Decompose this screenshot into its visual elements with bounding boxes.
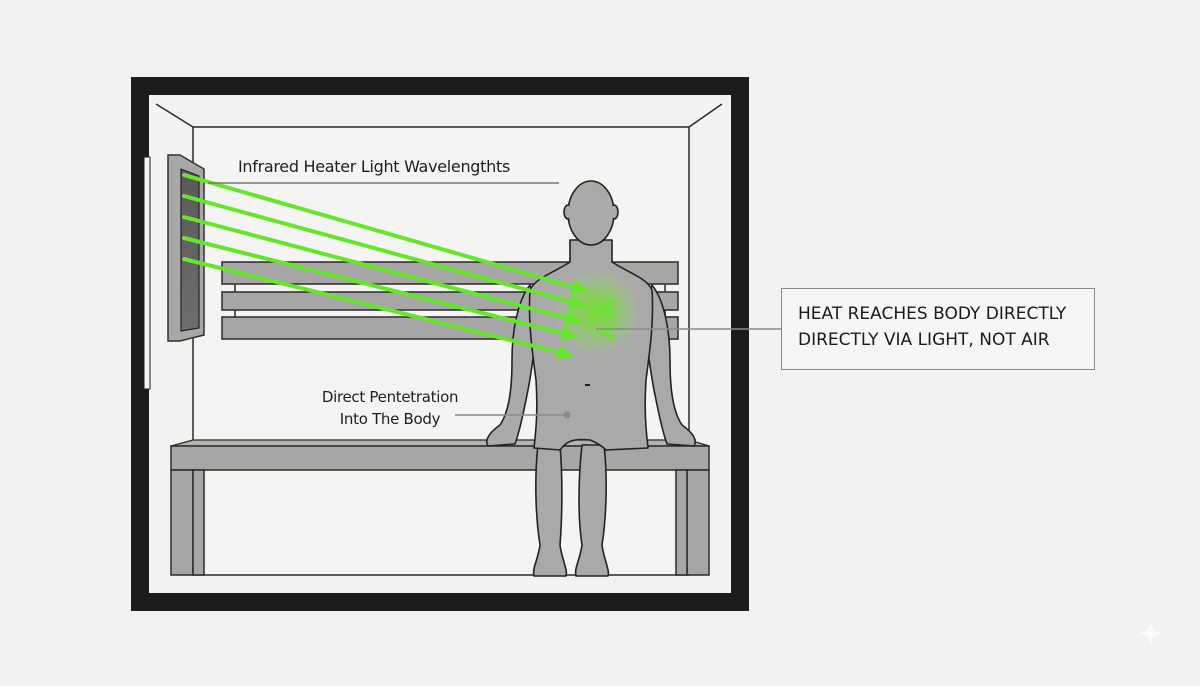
callout-text: HEAT REACHES BODY DIRECTLY DIRECTLY VIA … [798, 301, 1066, 353]
infrared-heater-panel [167, 154, 205, 342]
callout-line1: HEAT REACHES BODY DIRECTLY [798, 304, 1067, 324]
heat-callout-box: HEAT REACHES BODY DIRECTLY DIRECTLY VIA … [781, 288, 1095, 370]
penetration-point [563, 411, 571, 419]
sparkle-icon [1138, 620, 1164, 646]
chest-glow [552, 268, 640, 356]
penetration-label-line1: Direct Pentetration [321, 388, 459, 406]
heater-wavelength-label: Infrared Heater Light Wavelengthts [238, 157, 510, 176]
penetration-label: Direct Pentetration Into The Body [290, 386, 490, 430]
callout-line2: DIRECTLY VIA LIGHT, NOT AIR [798, 330, 1050, 350]
penetration-label-line2: Into The Body [339, 410, 441, 428]
infrared-rays [182, 173, 588, 360]
